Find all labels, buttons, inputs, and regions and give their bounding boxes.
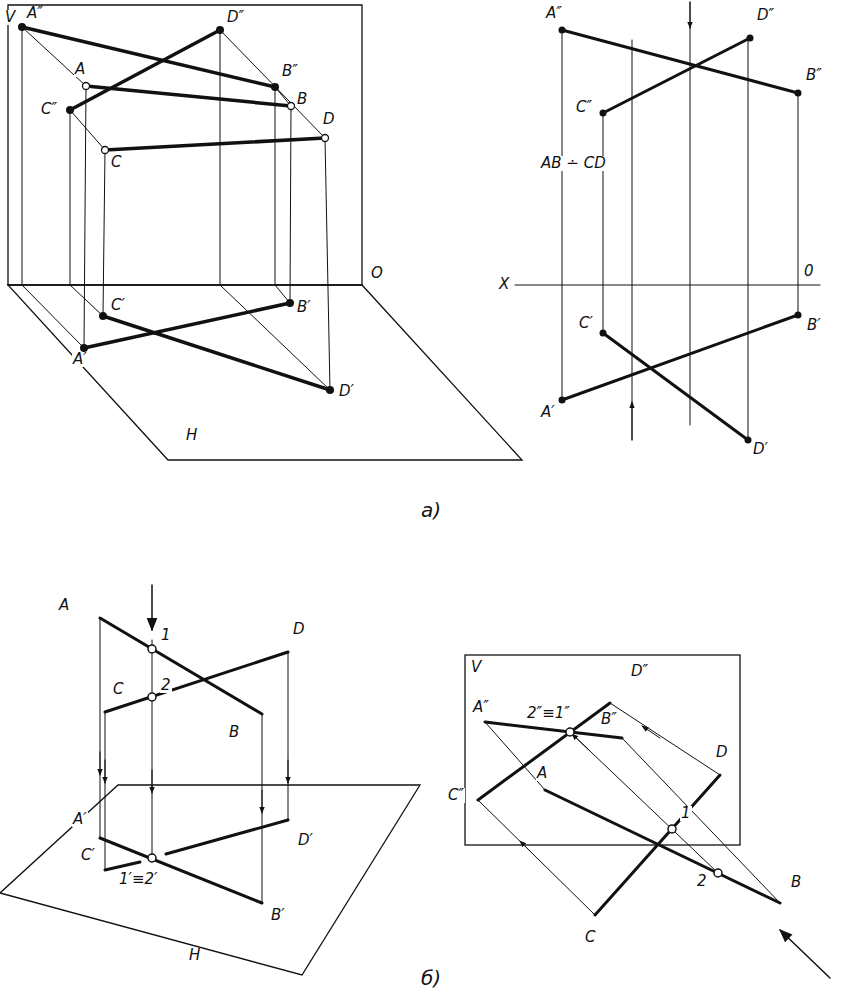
point-label: AB ∸ CD: [540, 156, 607, 171]
skew-lines: [100, 618, 288, 903]
point-label: A′: [72, 352, 88, 367]
horizontal-plane: [0, 785, 420, 975]
point-label: B″: [805, 68, 823, 83]
point-label: A″: [545, 6, 563, 21]
projectors: [478, 703, 830, 978]
projection-planes: [8, 5, 522, 460]
point-label: A″: [26, 6, 44, 21]
point-label: X: [498, 277, 510, 292]
point-label: V: [4, 10, 16, 25]
point-label: O: [370, 266, 384, 281]
point-label: 2″≡1″: [526, 706, 571, 721]
projectors: [100, 585, 288, 903]
point-label: C″: [40, 102, 58, 117]
point-label: C′: [578, 316, 594, 331]
point-label: V: [470, 660, 482, 675]
point-label: 2: [696, 874, 708, 889]
point-label: D′: [297, 833, 314, 848]
point-label: D: [322, 112, 336, 127]
point-label: D′: [338, 384, 355, 399]
point-label: A″: [472, 700, 490, 715]
competing-points: [148, 645, 156, 862]
figure-caption: а): [420, 500, 442, 520]
point-label: 1: [680, 806, 692, 821]
epure-points: [559, 27, 802, 444]
point-label: B′: [270, 908, 286, 923]
projector-lines: [22, 27, 330, 390]
point-label: B′: [296, 300, 312, 315]
point-label: D″: [630, 664, 649, 679]
skew-lines: [478, 703, 780, 915]
point-label: C′: [80, 848, 96, 863]
point-label: D′: [752, 442, 769, 457]
point-label: C′: [110, 298, 126, 313]
point-label: 2: [160, 678, 172, 693]
point-label: C: [584, 930, 596, 945]
points: [18, 23, 334, 394]
point-label: H: [185, 428, 198, 443]
skew-lines: [22, 27, 330, 390]
point-label: D″: [226, 10, 245, 25]
point-label: 1′≡2′: [118, 872, 158, 887]
space-points: [83, 83, 329, 154]
point-label: A: [536, 766, 548, 781]
point-label: C″: [575, 100, 593, 115]
point-label: 0: [803, 264, 815, 279]
point-label: A: [58, 598, 70, 613]
point-label: C″: [447, 788, 465, 803]
point-label: D″: [756, 8, 775, 23]
epure-skew-lines: [562, 30, 798, 440]
point-label: D: [715, 745, 729, 760]
point-label: A′: [540, 405, 556, 420]
point-label: C: [110, 155, 122, 170]
point-label: A′: [72, 812, 88, 827]
point-label: 1: [160, 628, 172, 643]
point-label: C: [112, 682, 124, 697]
point-label: B′: [806, 318, 822, 333]
point-label: B″: [281, 64, 299, 79]
point-label: B: [228, 725, 240, 740]
figure-caption: б): [420, 968, 442, 988]
epure-lines: [515, 2, 820, 440]
competing-points: [566, 728, 722, 877]
point-label: B: [790, 875, 802, 890]
point-label: B″: [600, 712, 618, 727]
point-label: B: [296, 92, 308, 107]
point-label: H: [188, 948, 201, 963]
point-label: D: [292, 622, 306, 637]
point-label: A: [74, 62, 86, 77]
